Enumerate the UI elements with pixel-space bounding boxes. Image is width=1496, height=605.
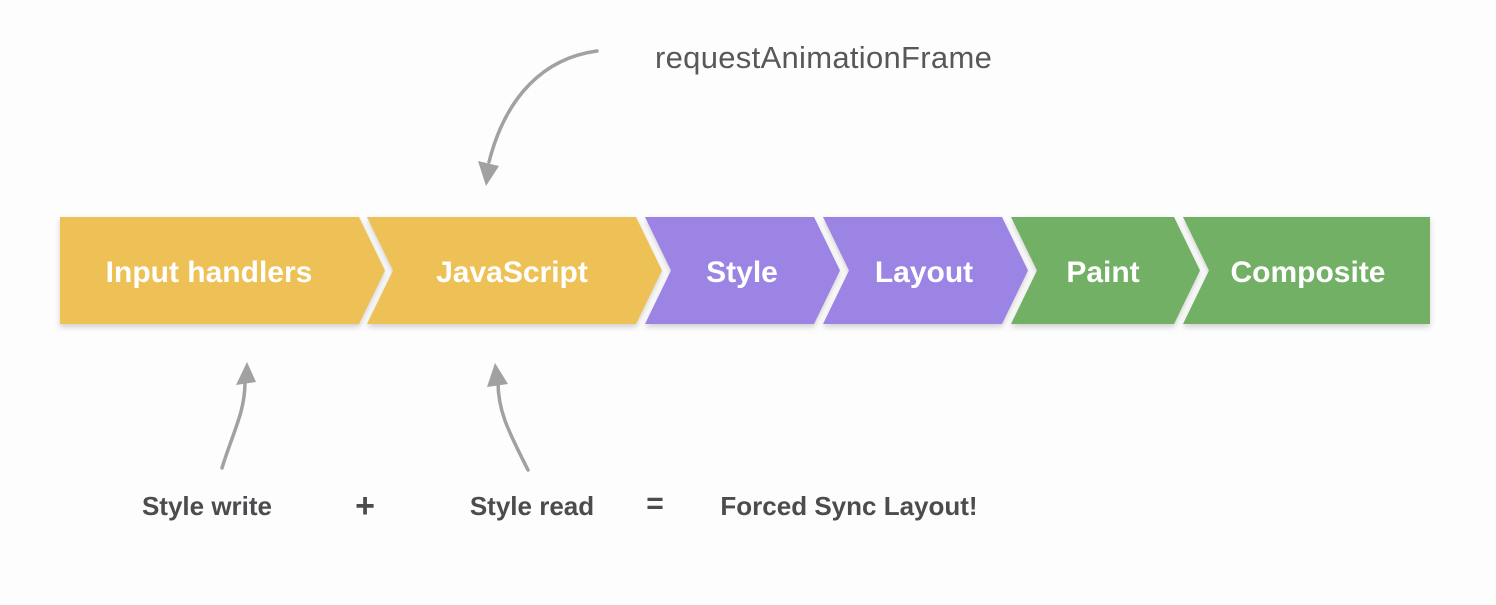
style-write-arrow-icon [220,362,256,470]
style-read-arrow-line [496,380,530,472]
segment-javascript-label: JavaScript [436,256,588,289]
segment-composite-label: Composite [1230,256,1385,289]
raf-arrow-line [487,49,599,164]
raf-annotation-label: requestAnimationFrame [655,40,992,75]
segment-style-label: Style [706,256,778,289]
plus-sign: + [355,487,375,525]
forced-sync-layout-equation: Style write + Style read = Forced Sync L… [142,487,978,525]
raf-curved-arrow-icon [478,49,599,186]
pipeline-labels: Input handlers JavaScript Style Layout P… [106,256,1386,289]
raf-arrow-head [478,161,499,186]
segment-layout-label: Layout [875,256,973,289]
segment-style-shape [645,217,840,324]
segment-paint-label: Paint [1066,256,1139,289]
pipeline-bar [60,217,1430,324]
equals-sign: = [646,487,664,520]
segment-paint-shape [1011,217,1200,324]
segment-input-handlers-shape [60,217,385,324]
segment-composite-shape [1183,217,1430,324]
style-read-arrow-head [487,363,508,387]
segment-input-handlers-label: Input handlers [106,256,313,289]
segment-layout-shape [823,217,1028,324]
style-read-arrow-icon [487,363,530,472]
forced-sync-layout-label: Forced Sync Layout! [720,491,977,521]
segment-javascript-shape [367,217,662,324]
style-read-label: Style read [470,491,594,521]
style-write-arrow-head [236,362,256,385]
style-write-label: Style write [142,491,272,521]
style-write-arrow-line [220,380,247,470]
